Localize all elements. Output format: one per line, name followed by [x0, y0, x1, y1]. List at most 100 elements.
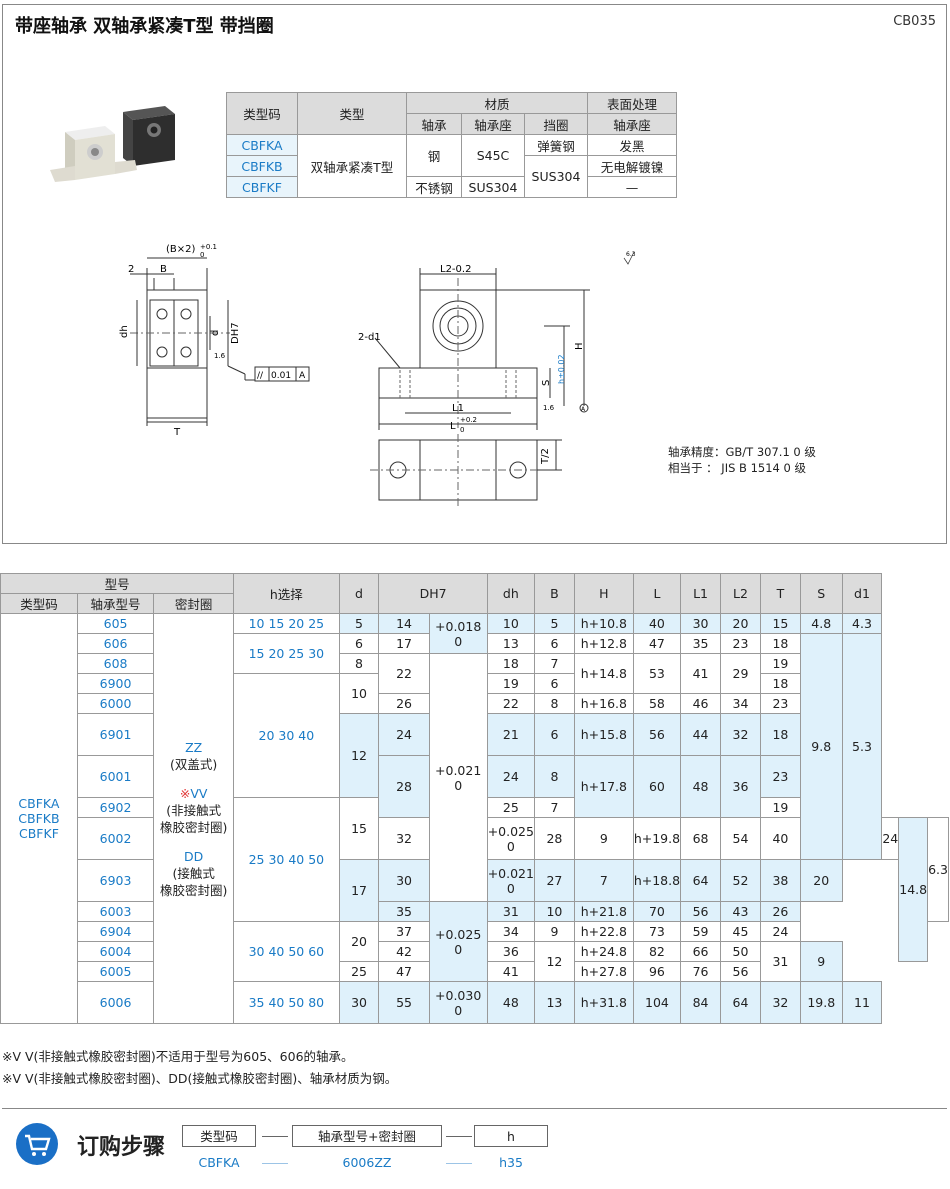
L-6005: 96: [632, 961, 682, 982]
L2-606: 23: [720, 633, 761, 654]
d-6005: 25: [338, 961, 380, 982]
model-6904: 6904: [76, 921, 155, 942]
header-type-code: 类型码: [226, 92, 298, 135]
L1-6005: 76: [680, 961, 721, 982]
order-example-model: 6006ZZ: [342, 1155, 392, 1170]
dim-l-tol-up: +0.2: [460, 416, 477, 424]
model-606: 606: [76, 633, 155, 654]
H-605: h+10.8: [573, 613, 634, 634]
d-605: 5: [338, 613, 380, 634]
dim-hole: 2-d1: [358, 332, 381, 343]
DH-606: 17: [378, 633, 430, 654]
seal-zz: ZZ: [185, 739, 203, 755]
seal-vv-desc1: (非接触式: [166, 802, 222, 818]
rough-side: 1.6: [214, 352, 226, 360]
order-sep-1: [262, 1136, 288, 1137]
hsel-2: 15 20 25 30: [233, 633, 340, 674]
dh-6003: 31: [486, 901, 535, 922]
tol-3-dn: 0: [506, 838, 515, 854]
header-surface-housing: 轴承座: [587, 113, 677, 135]
model-6004: 6004: [76, 941, 155, 962]
DH-6002: 32: [378, 817, 430, 860]
th-dh7: DH7: [378, 573, 488, 614]
dim-t: T: [173, 427, 181, 438]
order-ex-sep-1: [262, 1163, 288, 1164]
DH-6901: 24: [378, 713, 430, 756]
header-bearing: 轴承: [406, 113, 462, 135]
B-605: 5: [533, 613, 575, 634]
th-dh: dh: [486, 573, 535, 614]
retainer-material-spring: 弹簧钢: [524, 134, 588, 156]
L1-606: 35: [680, 633, 721, 654]
B-6004-6005: 12: [533, 941, 575, 982]
th-model: 型号: [0, 573, 235, 594]
bearing-material-steel: 钢: [406, 134, 462, 177]
dim-d: d: [210, 330, 221, 336]
dim-l-tol-dn: 0: [460, 426, 464, 434]
d1-group-4: 9: [799, 941, 843, 982]
seal-vv-desc2: 橡胶密封圈): [159, 819, 228, 835]
flatness-datum: A: [299, 371, 306, 381]
T-6004-6005: 31: [759, 941, 801, 982]
dim-l2: L2-0.2: [440, 264, 471, 275]
flatness-symbol: //: [257, 371, 264, 381]
th-type-code: 类型码: [0, 593, 78, 614]
dh-6004: 36: [486, 941, 535, 962]
tol-4-dn: 0: [506, 880, 515, 896]
product-photo: [50, 106, 175, 182]
product-info-panel: [2, 4, 947, 544]
d-6006: 30: [338, 981, 380, 1024]
DH-6904: 37: [378, 921, 430, 942]
dh-6900: 19: [486, 673, 535, 694]
DH-6000: 26: [378, 693, 430, 714]
th-T: T: [759, 573, 801, 614]
L1-6000: 46: [680, 693, 721, 714]
B-6002: 9: [573, 817, 634, 860]
type-code-cbfkf: CBFKF: [226, 176, 298, 198]
L1-6001-6902: 48: [680, 755, 721, 818]
H-608-6900: h+14.8: [573, 653, 634, 694]
model-6005: 6005: [76, 961, 155, 982]
order-example-h: h35: [499, 1155, 523, 1170]
d1-group-3: 6.3: [927, 817, 949, 922]
surface-none: —: [587, 176, 677, 198]
model-6002: 6002: [76, 817, 155, 860]
dim-l: L: [450, 421, 456, 432]
dim-dh7: DH7: [230, 322, 241, 344]
H-6006: h+31.8: [573, 981, 634, 1024]
d-6904-6004: 20: [338, 921, 380, 962]
rough-top: 6.3: [626, 251, 636, 258]
L2-6903: 38: [759, 859, 801, 902]
dh-6903: 27: [533, 859, 575, 902]
th-L: L: [632, 573, 682, 614]
S-6006: 19.8: [799, 981, 843, 1024]
order-ex-sep-2: [446, 1163, 472, 1164]
dim-bx2: (B×2): [166, 244, 196, 255]
tol-6-up: +0.030: [435, 987, 482, 1003]
L2-6000: 34: [720, 693, 761, 714]
T-6902: 19: [759, 797, 801, 818]
surface-nickel: 无电解镀镍: [587, 155, 677, 177]
H-6901: h+15.8: [573, 713, 634, 756]
roughness-check-icon: [623, 251, 635, 265]
model-6903: 6903: [76, 859, 155, 902]
bearing-material-stainless: 不锈钢: [406, 176, 462, 198]
T-6901: 18: [759, 713, 801, 756]
H-6001-6902: h+17.8: [573, 755, 634, 818]
H-6002: h+19.8: [632, 817, 682, 860]
tol-6-dn: 0: [454, 1002, 463, 1018]
dim-bx2-tol-dn: 0: [200, 251, 204, 259]
model-608: 608: [76, 653, 155, 674]
order-step-h: h: [474, 1125, 548, 1147]
dim-t2: T/2: [540, 448, 551, 465]
L-6000: 58: [632, 693, 682, 714]
bottom-view: T/2: [370, 434, 562, 506]
H-6903: h+18.8: [632, 859, 682, 902]
technical-drawing: (B×2) +0.1 0 2 B dh d DH7 T 1.6 // 0.01 …: [119, 243, 636, 506]
hsel-4: 25 30 40 50: [233, 797, 340, 922]
model-6900: 6900: [76, 673, 155, 694]
dh-6902: 25: [486, 797, 535, 818]
dim-s: S: [541, 380, 552, 386]
L1-6903: 52: [720, 859, 761, 902]
